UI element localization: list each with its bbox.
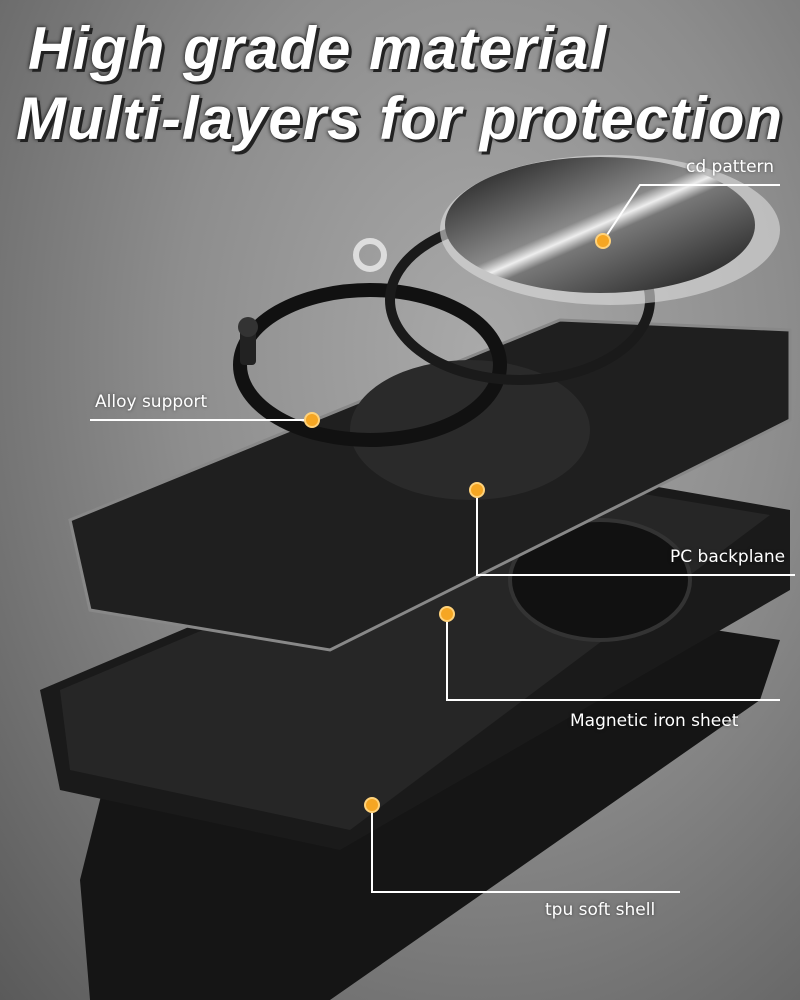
label-cd-pattern: cd pattern	[686, 157, 775, 177]
callout-dots	[304, 233, 611, 813]
label-magnetic-iron-sheet: Magnetic iron sheet	[570, 711, 739, 731]
headline-line-1: High grade material	[28, 15, 608, 82]
label-tpu-soft-shell: tpu soft shell	[545, 900, 656, 920]
callout-lines	[90, 184, 795, 893]
pc-backplane	[68, 318, 792, 652]
label-pc-backplane: PC backplane	[670, 547, 786, 567]
headline-line-2: Multi-layers for protection	[16, 85, 784, 152]
cd-pattern-disc	[353, 155, 780, 305]
tpu-soft-shell	[40, 470, 790, 850]
label-alloy-support: Alloy support	[95, 392, 208, 412]
